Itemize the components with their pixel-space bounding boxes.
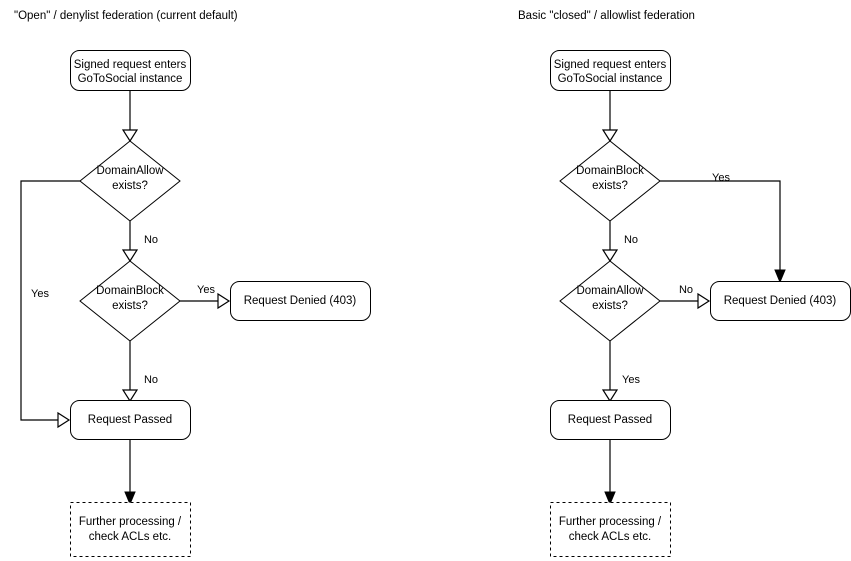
edge-domainallow-no-to-denied-right: No: [660, 284, 711, 310]
node-decision-domainblock-right[interactable]: DomainBlock exists?: [559, 140, 661, 222]
edge-label-domainblock-no: No: [624, 234, 638, 246]
request-passed-box-shape[interactable]: [550, 400, 671, 440]
edge-label-domainblock-yes: Yes: [197, 284, 215, 296]
domainallow-label-line2: exists?: [112, 180, 148, 192]
edge-entry-to-domainblock-right: [601, 90, 619, 143]
edge-passed-to-further-right: [604, 440, 616, 506]
edge-domainblock-no-to-passed: No: [121, 341, 158, 403]
further-processing-label-line1: Further processing /: [79, 516, 182, 528]
edge-domainblock-no-to-domainallow: No: [601, 221, 638, 263]
edge-label-domainblock-yes: Yes: [712, 172, 730, 184]
request-denied-label: Request Denied (403): [724, 295, 837, 307]
arrowhead-open-icon: [121, 129, 139, 143]
arrowhead-open-icon: [121, 249, 139, 263]
entry-box-label-line2: GoToSocial instance: [78, 73, 183, 85]
domainblock-label-line2: exists?: [112, 300, 148, 312]
edge-label-domainallow-yes: Yes: [31, 288, 49, 300]
further-processing-box-shape[interactable]: [70, 502, 191, 557]
request-denied-box-shape[interactable]: [230, 281, 371, 321]
edge-domainblock-yes-to-denied: Yes: [180, 284, 231, 310]
edge-domainallow-yes-to-passed-right: Yes: [601, 341, 640, 403]
edge-label-domainallow-no: No: [679, 284, 693, 296]
domainallow-label-line1: DomainAllow: [96, 165, 164, 177]
edge-domainblock-yes-to-denied-right: Yes: [660, 172, 786, 284]
edge-domainallow-no-to-domainblock: No: [121, 221, 158, 263]
node-further-processing-left[interactable]: Further processing / check ACLs etc.: [70, 502, 191, 557]
domainallow-label-line1: DomainAllow: [576, 285, 644, 297]
node-request-denied-right[interactable]: Request Denied (403): [710, 281, 851, 321]
edge-label-domainallow-yes: Yes: [622, 374, 640, 386]
panel-closed-allowlist: Basic "closed" / allowlist federation Si…: [518, 10, 851, 557]
edge-passed-to-further-left: [124, 440, 136, 506]
request-passed-label: Request Passed: [568, 414, 652, 426]
arrowhead-open-icon: [217, 292, 231, 310]
node-decision-domainallow-left[interactable]: DomainAllow exists?: [79, 140, 181, 222]
entry-box-label-line2: GoToSocial instance: [558, 73, 663, 85]
edge-domainallow-yes-to-passed: Yes: [20, 180, 80, 429]
arrowhead-filled-icon: [604, 491, 616, 506]
arrowhead-filled-icon: [774, 269, 786, 284]
domainblock-label-line1: DomainBlock: [576, 165, 644, 177]
arrowhead-open-icon: [601, 389, 619, 403]
domainblock-label-line2: exists?: [592, 180, 628, 192]
domainallow-label-line2: exists?: [592, 300, 628, 312]
node-request-denied-left[interactable]: Request Denied (403): [230, 281, 371, 321]
entry-box-label-line1: Signed request enters: [554, 59, 667, 71]
panel-title-open-denylist: "Open" / denylist federation (current de…: [14, 10, 238, 22]
node-request-passed-left[interactable]: Request Passed: [70, 400, 191, 440]
further-processing-label-line2: check ACLs etc.: [569, 531, 651, 543]
arrowhead-open-icon: [601, 249, 619, 263]
edge-label-domainallow-no: No: [144, 234, 158, 246]
further-processing-label-line1: Further processing /: [559, 516, 662, 528]
edge-label-domainblock-no: No: [144, 374, 158, 386]
node-request-passed-right[interactable]: Request Passed: [550, 400, 671, 440]
node-entry-left[interactable]: Signed request enters GoToSocial instanc…: [70, 50, 191, 91]
edge-entry-to-domainallow: [121, 90, 139, 143]
domainblock-label-line1: DomainBlock: [96, 285, 164, 297]
request-denied-label: Request Denied (403): [244, 295, 357, 307]
panel-title-closed-allowlist: Basic "closed" / allowlist federation: [518, 10, 695, 22]
node-entry-right[interactable]: Signed request enters GoToSocial instanc…: [550, 50, 671, 91]
arrowhead-open-icon: [121, 389, 139, 403]
node-decision-domainblock-left[interactable]: DomainBlock exists?: [79, 260, 181, 342]
request-passed-box-shape[interactable]: [70, 400, 191, 440]
entry-box-label-line1: Signed request enters: [74, 59, 187, 71]
arrowhead-filled-icon: [124, 491, 136, 506]
arrowhead-open-icon: [57, 411, 71, 429]
request-passed-label: Request Passed: [88, 414, 172, 426]
further-processing-box-shape[interactable]: [550, 502, 671, 557]
arrowhead-open-icon: [697, 292, 711, 310]
panel-open-denylist: "Open" / denylist federation (current de…: [14, 10, 371, 557]
node-further-processing-right[interactable]: Further processing / check ACLs etc.: [550, 502, 671, 557]
arrowhead-open-icon: [601, 129, 619, 143]
further-processing-label-line2: check ACLs etc.: [89, 531, 171, 543]
node-decision-domainallow-right[interactable]: DomainAllow exists?: [559, 260, 661, 342]
